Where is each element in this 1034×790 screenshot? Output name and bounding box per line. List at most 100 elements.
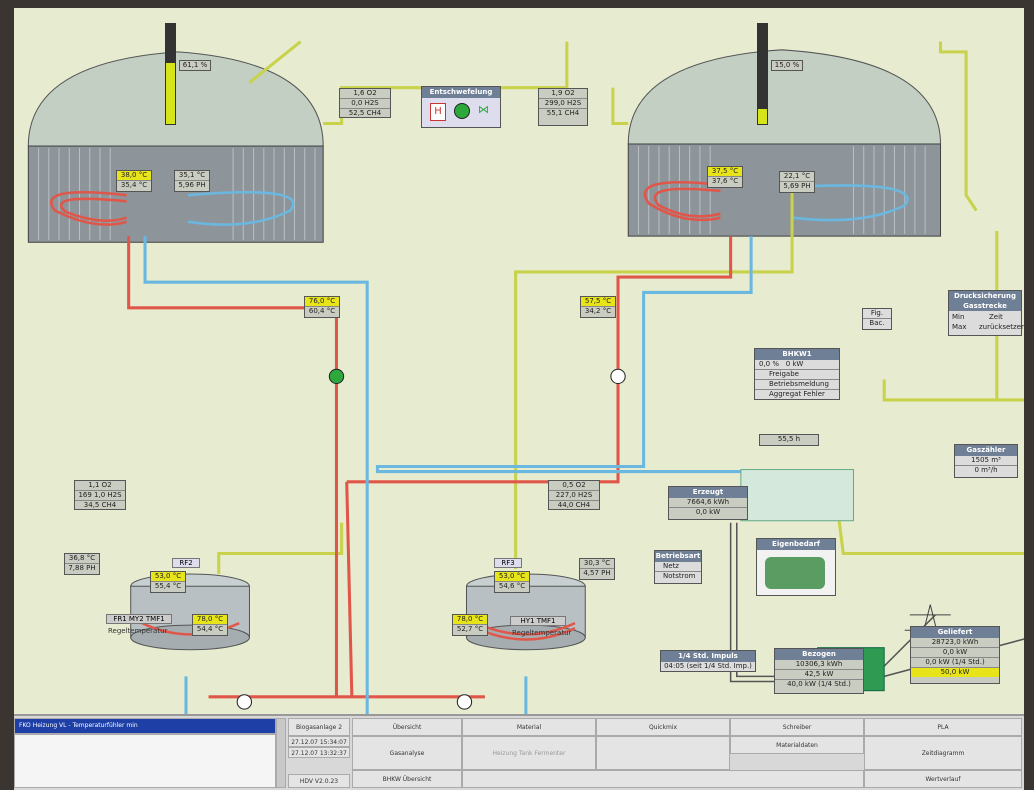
gas-value: 169 1,0 H2S	[75, 491, 125, 501]
digester-right-level-gauge	[757, 23, 768, 125]
tank-right-label: HY1 TMF1	[510, 616, 566, 626]
gas-volume: 1505 m³	[955, 456, 1017, 466]
nav-pla-button[interactable]: PLA	[864, 718, 1022, 736]
alarm-line[interactable]: FKO Heizung VL - Temperaturfühler min	[14, 718, 276, 734]
entschwefelung-panel[interactable]: Entschwefelung H ⋈	[421, 86, 501, 128]
pipe-diagram	[27, 40, 1024, 740]
info-cell: HDV V2.0.23	[288, 774, 350, 788]
alarm-scrollbar[interactable]	[276, 718, 286, 788]
gas-value: 1,6 O2	[340, 89, 390, 99]
bezogen-quarter: 40,0 kW (1/4 Std.)	[787, 680, 851, 688]
eigenbedarf-title: Eigenbedarf	[757, 539, 835, 550]
gas-value: 227,0 H2S	[549, 491, 599, 501]
gas-value: 299,0 H2S	[539, 99, 587, 109]
digester-left-out-box: 35,1 °C 5,96 PH	[174, 170, 210, 192]
gas-value: 1,9 O2	[539, 89, 587, 99]
blower-icon	[454, 103, 470, 119]
erzeugt-energy: 7664,6 kWh	[669, 498, 747, 508]
pump-icons	[236, 368, 626, 710]
gas-value: 52,5 CH4	[348, 109, 382, 117]
zeit-label: Zeit	[989, 313, 1003, 321]
gas-value: 1,1 O2	[75, 481, 125, 491]
info-cell: 27.12.07 13:32:37	[288, 747, 350, 758]
temp-value: 35,1 °C	[175, 171, 209, 181]
geliefert-title: Geliefert	[911, 627, 999, 638]
nav-empty-button[interactable]	[596, 736, 730, 770]
digester-right-temp-box: 37,5 °C 37,6 °C	[707, 166, 743, 188]
nav-bhkw-button[interactable]: BHKW Übersicht	[352, 770, 462, 788]
ph-value: 7,88 PH	[68, 564, 96, 572]
nav-quickmix-button[interactable]: Quickmix	[596, 718, 730, 736]
temp-value: 53,0 °C	[495, 572, 529, 582]
reset-button[interactable]: zurücksetzen	[979, 323, 1024, 331]
digester-left-level-gauge	[165, 23, 176, 125]
bezogen-energy: 10306,3 kWh	[775, 660, 863, 670]
h-button[interactable]: H	[430, 103, 446, 121]
gas-value: 0,0 H2S	[340, 99, 390, 109]
fig-label: Fig.	[863, 309, 891, 319]
geliefert-quarter: 0,0 kW (1/4 Std.)	[911, 658, 999, 668]
gaszaehler-title: Gaszähler	[955, 445, 1017, 456]
temp-value: 53,0 °C	[151, 572, 185, 582]
min-label: Min	[952, 313, 965, 321]
tank-right-temps: 53,0 °C 54,6 °C	[494, 571, 530, 593]
eigenbedarf-panel: Eigenbedarf	[756, 538, 836, 596]
erzeugt-panel: Erzeugt 7664,6 kWh 0,0 kW	[668, 486, 748, 520]
nav-schreiber-button[interactable]: Schreiber	[730, 718, 864, 736]
geliefert-power: 0,0 kW	[911, 648, 999, 658]
geliefert-energy: 28723,0 kWh	[911, 638, 999, 648]
bhkw-percent: 0,0 %	[759, 360, 780, 368]
temp-value: 78,0 °C	[453, 615, 487, 625]
digester-right-level-text: 15,0 %	[771, 60, 803, 71]
alarm-list[interactable]	[14, 734, 276, 788]
betriebsart-panel[interactable]: Betriebsart Netz Notstrom	[654, 550, 702, 584]
gas-value: 0,5 O2	[549, 481, 599, 491]
gas-flow: 0 m³/h	[974, 466, 998, 474]
temp-value: 52,7 °C	[456, 625, 484, 633]
temp-value: 57,5 °C	[581, 297, 615, 307]
tank-right-side: 30,3 °C 4,57 PH	[579, 558, 615, 580]
nav-materialdaten-button[interactable]: Materialdaten	[730, 736, 864, 754]
hmi-screen: 61,1 % 15,0 % 38,0 °C 35,4 °C 35,1 °C 5,…	[14, 8, 1024, 788]
fig-box: Fig. Bac.	[862, 308, 892, 330]
notstrom-option[interactable]: Notstrom	[663, 572, 696, 580]
ph-value: 5,69 PH	[783, 182, 811, 190]
bhkw-flag: Betriebsmeldung	[755, 380, 839, 390]
nav-material-button[interactable]: Material	[462, 718, 596, 736]
betriebsart-title: Betriebsart	[655, 551, 701, 562]
gas-analysis-right: 1,9 O2 299,0 H2S 55,1 CH4	[538, 88, 588, 126]
tank-left-label: FR1 MY2 TMF1	[106, 614, 172, 624]
geliefert-limit: 50,0 kW	[911, 668, 999, 677]
netz-option[interactable]: Netz	[655, 562, 701, 572]
temp-value: 34,2 °C	[584, 307, 612, 315]
drucksicherung-title: Drucksicherung Gasstrecke	[949, 291, 1021, 311]
tank-right-name: RF3	[494, 558, 522, 568]
nav-gasanalyse-button[interactable]: Gasanalyse	[352, 736, 462, 770]
max-label: Max	[952, 323, 967, 331]
bhkw-flag: Freigabe	[755, 370, 839, 380]
temp-value: 36,8 °C	[65, 554, 99, 564]
drucksicherung-panel[interactable]: Drucksicherung Gasstrecke Min Max Zeit z…	[948, 290, 1024, 336]
erzeugt-title: Erzeugt	[669, 487, 747, 498]
valve-icon: ⋈	[478, 103, 489, 116]
nav-uebersicht-button[interactable]: Übersicht	[352, 718, 462, 736]
bhkw-hours: 55,5 h	[759, 434, 819, 446]
nav-zeitdiagramm-button[interactable]: Zeitdiagramm	[864, 736, 1022, 770]
impulse-value: 04:05 (seit 1/4 Std. Imp.)	[664, 662, 752, 670]
nav-blank-row	[462, 770, 864, 788]
tank-right-label2: Regeltemperatur	[512, 629, 572, 637]
erzeugt-power: 0,0 kW	[695, 508, 721, 516]
gas-value: 34,5 CH4	[83, 501, 117, 509]
digester-left-graphic	[27, 51, 324, 243]
bhkw-engine-graphic	[740, 469, 854, 522]
ph-value: 4,57 PH	[583, 569, 611, 577]
nav-heizung-button[interactable]: Heizung Tank Fermenter	[462, 736, 596, 770]
impulse-panel: 1/4 Std. Impuls 04:05 (seit 1/4 Std. Imp…	[660, 650, 756, 672]
bhkw-panel[interactable]: BHKW1 0,0 % 0 kW Freigabe Betriebsmeldun…	[754, 348, 840, 400]
tank-left-name: RF2	[172, 558, 200, 568]
tank-left-graphic	[130, 573, 250, 651]
nav-wertverlauf-button[interactable]: Wertverlauf	[864, 770, 1022, 788]
tank-left-label2: Regeltemperatur	[108, 627, 168, 635]
temp-value: 37,5 °C	[708, 167, 742, 177]
tank-right-gas: 0,5 O2 227,0 H2S 44,0 CH4	[548, 480, 600, 510]
